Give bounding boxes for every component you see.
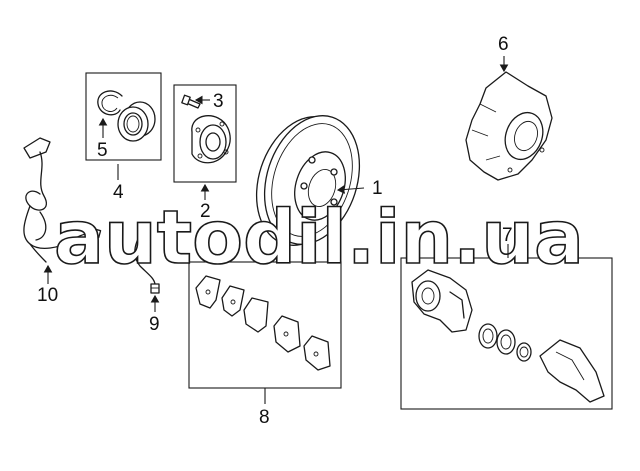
callout-2: 2 bbox=[200, 201, 211, 222]
brake-rotor bbox=[255, 115, 361, 246]
callout-7: 7 bbox=[502, 225, 513, 246]
callout-5: 5 bbox=[97, 140, 108, 161]
callout-8: 8 bbox=[259, 407, 270, 428]
caliper-bracket bbox=[539, 339, 605, 403]
hub-bearing bbox=[117, 101, 156, 142]
bearing-group-box bbox=[85, 72, 162, 161]
leader-1 bbox=[336, 185, 365, 194]
hub-group-box bbox=[173, 84, 237, 183]
snap-ring bbox=[97, 90, 123, 116]
callout-9: 9 bbox=[149, 314, 160, 335]
callout-6: 6 bbox=[498, 34, 509, 55]
callout-1: 1 bbox=[372, 178, 383, 199]
piston-seals bbox=[478, 323, 532, 362]
brake-hose bbox=[134, 224, 160, 294]
wheel-speed-sensor-harness bbox=[23, 137, 102, 263]
wheel-stud bbox=[181, 94, 201, 109]
callout-10: 10 bbox=[37, 285, 58, 306]
brake-caliper bbox=[411, 269, 473, 333]
watermark-text: autodil.in.ua bbox=[54, 195, 584, 281]
caliper-group-box bbox=[400, 257, 613, 410]
brake-pads bbox=[195, 275, 331, 371]
dust-shield bbox=[465, 71, 553, 181]
wheel-hub bbox=[191, 115, 231, 164]
callout-4: 4 bbox=[113, 182, 124, 203]
callout-3: 3 bbox=[213, 91, 224, 112]
